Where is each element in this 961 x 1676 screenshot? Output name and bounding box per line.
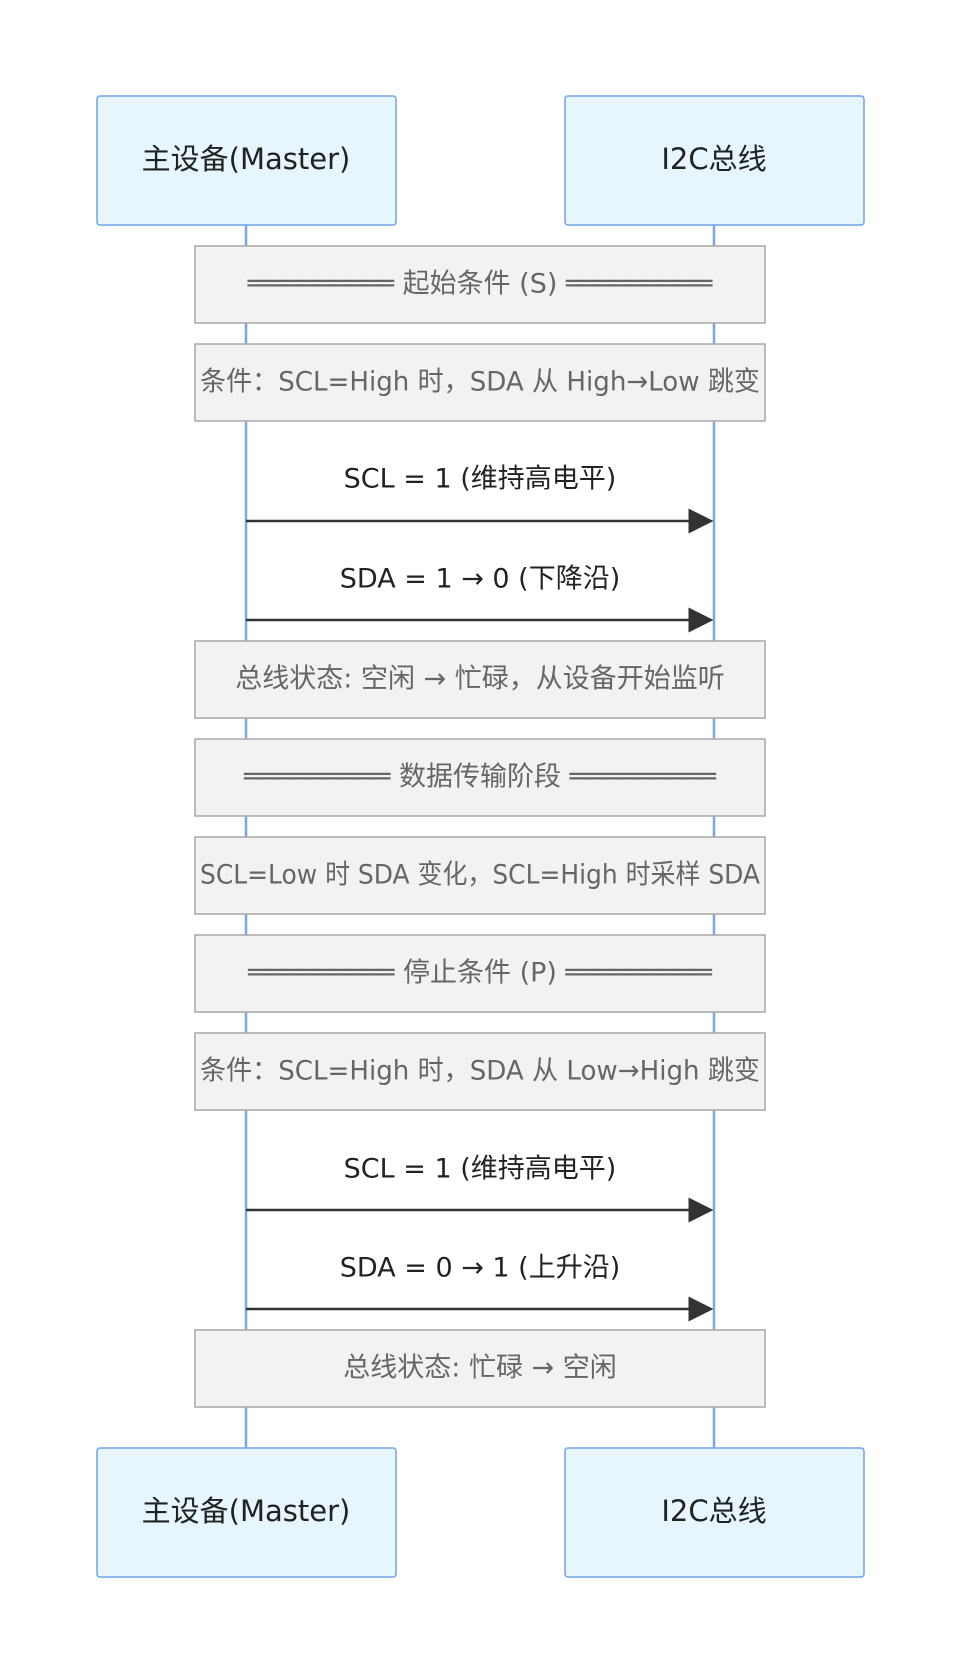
actor-master-bottom: 主设备(Master) (96, 1447, 397, 1578)
actor-bus-top: I2C总线 (564, 95, 865, 226)
note-stop-condition-text: 条件：SCL=High 时，SDA 从 Low→High 跳变 (200, 1056, 760, 1087)
note-data-header: ═════════ 数据传输阶段 ═════════ (194, 738, 766, 817)
note-start-condition: 条件：SCL=High 时，SDA 从 High→Low 跳变 (194, 343, 766, 422)
note-bus-busy-text: 总线状态: 空闲 → 忙碌，从设备开始监听 (235, 664, 724, 695)
note-bus-idle: 总线状态: 忙碌 → 空闲 (194, 1329, 766, 1408)
note-data-rule-text: SCL=Low 时 SDA 变化，SCL=High 时采样 SDA (200, 860, 760, 891)
message-sda-falling: SDA = 1 → 0 (下降沿) (246, 564, 714, 633)
message-scl-high-1: SCL = 1 (维持高电平) (246, 464, 714, 534)
actor-master-top: 主设备(Master) (96, 95, 397, 226)
note-data-header-text: ═════════ 数据传输阶段 ═════════ (243, 762, 717, 793)
note-start-header-text: ═════════ 起始条件 (S) ═════════ (247, 269, 713, 300)
note-start-condition-text: 条件：SCL=High 时，SDA 从 High→Low 跳变 (200, 367, 760, 398)
actor-master-label: 主设备(Master) (142, 142, 351, 176)
note-stop-header: ═════════ 停止条件 (P) ═════════ (194, 934, 766, 1013)
note-start-header: ═════════ 起始条件 (S) ═════════ (194, 245, 766, 324)
actor-bus-bottom: I2C总线 (564, 1447, 865, 1578)
message-sda-rising: SDA = 0 → 1 (上升沿) (246, 1253, 714, 1322)
note-stop-condition: 条件：SCL=High 时，SDA 从 Low→High 跳变 (194, 1032, 766, 1111)
note-stop-header-text: ═════════ 停止条件 (P) ═════════ (247, 958, 712, 989)
actor-bus-label: I2C总线 (661, 142, 766, 176)
note-data-rule: SCL=Low 时 SDA 变化，SCL=High 时采样 SDA (194, 836, 766, 915)
actor-bus-label: I2C总线 (661, 1494, 766, 1528)
message-label: SCL = 1 (维持高电平) (344, 1154, 617, 1185)
message-label: SCL = 1 (维持高电平) (344, 464, 617, 495)
note-bus-busy: 总线状态: 空闲 → 忙碌，从设备开始监听 (194, 640, 766, 719)
actor-master-label: 主设备(Master) (142, 1494, 351, 1528)
message-label: SDA = 0 → 1 (上升沿) (340, 1253, 621, 1284)
note-bus-idle-text: 总线状态: 忙碌 → 空闲 (343, 1353, 616, 1384)
message-scl-high-2: SCL = 1 (维持高电平) (246, 1154, 714, 1223)
message-label: SDA = 1 → 0 (下降沿) (340, 564, 621, 595)
